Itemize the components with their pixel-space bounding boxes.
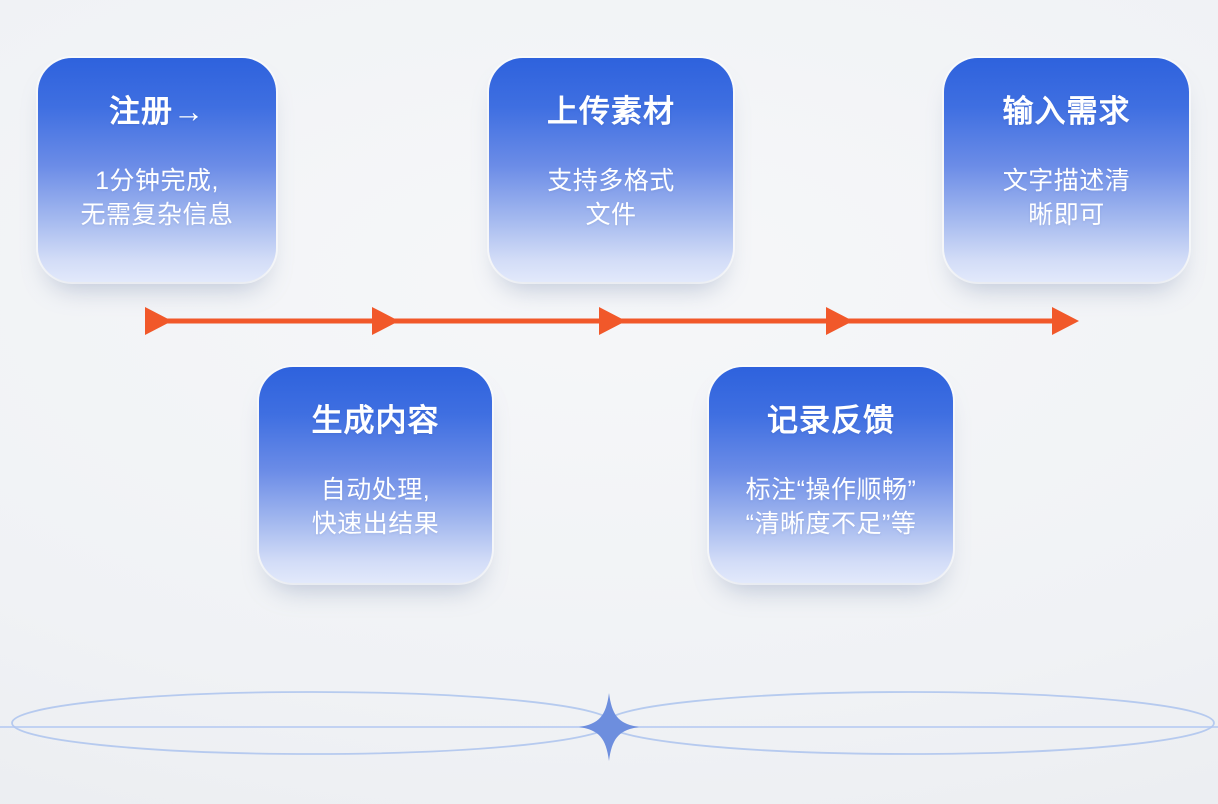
arrowhead-icon <box>1052 307 1079 335</box>
step-card-record-feedback: 记录反馈 标注“操作顺畅” “清晰度不足”等 <box>709 367 953 583</box>
arrowhead-icon <box>826 307 853 335</box>
step-desc: 自动处理, 快速出结果 <box>311 476 440 538</box>
step-title: 记录反馈 <box>767 403 895 438</box>
step-desc: 标注“操作顺畅” “清晰度不足”等 <box>745 476 917 538</box>
step-card-generate-content: 生成内容 自动处理, 快速出结果 <box>259 367 492 583</box>
step-title: 输入需求 <box>1002 94 1131 129</box>
timeline-arrow <box>145 307 1079 335</box>
step-title: 上传素材 <box>547 94 675 129</box>
step-card-upload-material: 上传素材 支持多格式 文件 <box>489 58 733 282</box>
orbit-line-right <box>605 691 1215 755</box>
step-desc: 文字描述清 晰即可 <box>1002 167 1131 229</box>
orbit-line-left <box>11 691 613 755</box>
arrowhead-icon <box>599 307 626 335</box>
step-title: 生成内容 <box>311 403 440 438</box>
arrowhead-icon <box>145 307 172 335</box>
arrowhead-icon <box>372 307 399 335</box>
bottom-decoration <box>0 691 1218 761</box>
step-card-input-requirement: 输入需求 文字描述清 晰即可 <box>944 58 1189 282</box>
step-desc: 支持多格式 文件 <box>547 167 675 229</box>
step-title: 注册→ <box>109 94 205 129</box>
step-card-register: 注册→ 1分钟完成, 无需复杂信息 <box>38 58 276 282</box>
sparkle-icon <box>579 693 639 761</box>
step-desc: 1分钟完成, 无需复杂信息 <box>80 167 234 229</box>
